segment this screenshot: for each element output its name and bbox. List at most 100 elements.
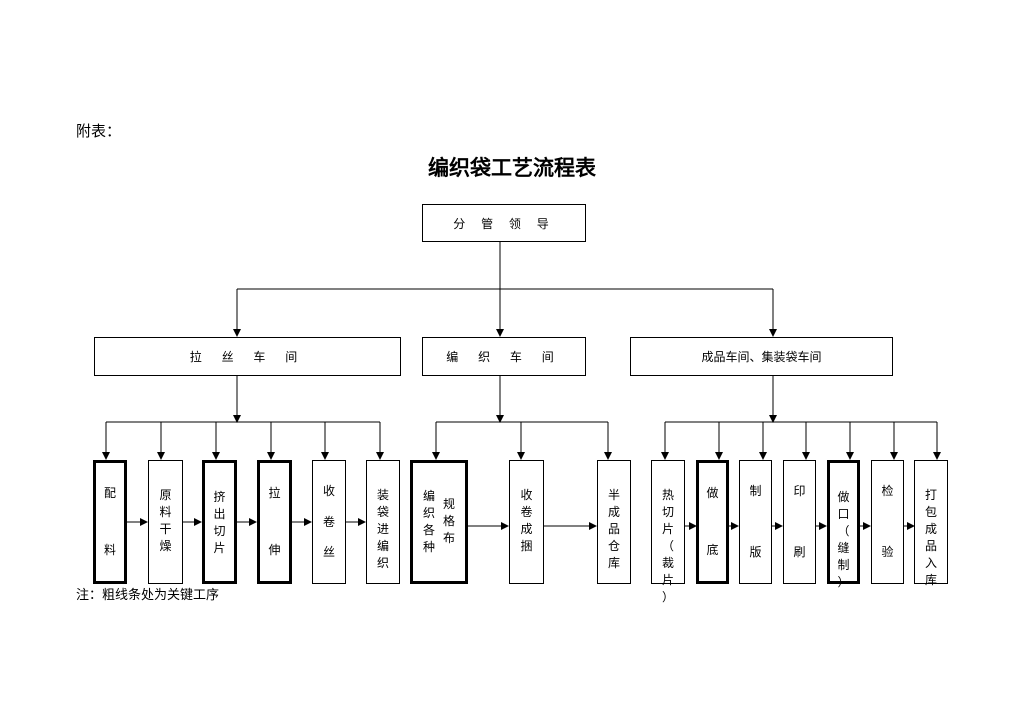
step-char: 收	[520, 488, 533, 502]
step-char: 成	[924, 522, 937, 536]
step-char: 伸	[268, 543, 281, 557]
step-label-lashen: 拉伸	[268, 463, 280, 581]
step-label-jichu: 挤出切片	[213, 463, 225, 581]
step-char: 规	[443, 497, 456, 511]
step-char: （	[837, 524, 850, 538]
step-char: 切	[661, 505, 674, 519]
step-label-yinshua: 印刷	[793, 461, 805, 583]
step-char: 收	[322, 484, 335, 498]
step-label-peiliao: 配料	[104, 463, 116, 581]
step-box-yuanliao: 原料干燥	[148, 460, 183, 584]
dept-box-chengpin: 成品车间、集装袋车间	[630, 337, 893, 376]
step-char: 版	[749, 545, 762, 559]
step-char: 布	[443, 531, 456, 545]
step-box-zuokou: 做口 （ 缝制 ）	[827, 460, 860, 589]
step-char: 片	[661, 573, 674, 587]
step-char: 热	[661, 488, 674, 502]
step-box-zhuangdai: 装袋进编织	[366, 460, 400, 584]
step-char: 成	[520, 522, 533, 536]
step-char: 捆	[520, 539, 533, 553]
step-char: 装	[376, 488, 389, 502]
step-box-yinshua: 印刷	[783, 460, 816, 584]
step-char: 进	[376, 522, 389, 536]
step-box-peiliao: 配料	[93, 460, 127, 584]
root-label: 分 管 领 导	[453, 216, 555, 231]
step-label-bianzhibu: 编织各种规格布	[423, 488, 455, 556]
step-char: 库	[924, 573, 937, 587]
step-label-zuokou: 做口 （ 缝制 ）	[837, 463, 850, 589]
step-char: 袋	[376, 505, 389, 519]
step-char: 料	[103, 543, 116, 557]
step-box-jichu: 挤出切片	[202, 460, 237, 584]
dept-label-chengpin: 成品车间、集装袋车间	[701, 350, 822, 364]
step-box-reqiepian: 热切片（裁片）	[651, 460, 685, 604]
step-char: 做	[837, 490, 850, 504]
step-char: 半	[607, 488, 620, 502]
step-label-shoujuansi: 收卷丝	[323, 461, 335, 583]
step-char: 检	[881, 484, 894, 498]
dept-box-lasi: 拉 丝 车 间	[94, 337, 401, 376]
step-char: 编	[376, 539, 389, 553]
step-char: 制	[749, 484, 762, 498]
step-char: 干	[159, 522, 172, 536]
step-char: 成	[607, 505, 620, 519]
step-char: 仓	[607, 539, 620, 553]
root-box-leadership: 分 管 领 导	[422, 204, 586, 242]
step-char: ）	[837, 575, 850, 589]
step-char: 底	[706, 543, 719, 557]
dept-box-bianzhi: 编 织 车 间	[422, 337, 586, 376]
step-char: 打	[924, 488, 937, 502]
step-char: 织	[422, 506, 435, 520]
step-char: 丝	[322, 545, 335, 559]
step-char: 挤	[213, 490, 226, 504]
step-char: 包	[924, 505, 937, 519]
step-char: ）	[661, 590, 674, 604]
step-char: 验	[881, 545, 894, 559]
step-char: 裁	[661, 556, 674, 570]
step-char: 编	[422, 489, 435, 503]
step-box-shoujuansi: 收卷丝	[312, 460, 346, 584]
step-label-yuanliao: 原料干燥	[159, 461, 171, 583]
step-char: 品	[924, 539, 937, 553]
step-box-dabao: 打包成品入库	[914, 460, 948, 587]
page-title: 编织袋工艺流程表	[428, 156, 596, 180]
step-char: 各	[422, 523, 435, 537]
step-char: 库	[607, 556, 620, 570]
step-char: 卷	[520, 505, 533, 519]
step-char: 片	[661, 522, 674, 536]
step-char: 原	[159, 488, 172, 502]
step-label-zuodi: 做底	[706, 463, 718, 581]
step-char: 片	[213, 541, 226, 555]
step-char: 刷	[793, 545, 806, 559]
step-char: 制	[837, 558, 850, 572]
step-box-banchengpin: 半成品仓库	[597, 460, 631, 584]
step-label-dabao: 打包成品入库	[924, 461, 937, 587]
dept-label-bianzhi: 编 织 车 间	[446, 350, 562, 364]
step-char: 入	[924, 556, 937, 570]
appendix-label: 附表：	[76, 122, 122, 140]
step-char: 配	[103, 486, 116, 500]
step-label-column: 规格布	[443, 496, 455, 547]
step-char: 种	[422, 540, 435, 554]
step-char: 料	[159, 505, 172, 519]
step-box-shoujuan: 收卷成捆	[509, 460, 544, 584]
step-box-jianyan: 检验	[871, 460, 904, 584]
step-label-jianyan: 检验	[881, 461, 893, 583]
step-box-zuodi: 做底	[696, 460, 729, 584]
step-char: 卷	[322, 514, 335, 529]
step-char: 印	[793, 484, 806, 498]
step-char: 出	[213, 507, 226, 521]
step-label-zhiban: 制版	[749, 461, 761, 583]
step-label-zhuangdai: 装袋进编织	[377, 461, 389, 583]
step-char: 织	[376, 556, 389, 570]
step-char: 缝	[837, 541, 850, 555]
step-box-bianzhibu: 编织各种规格布	[410, 460, 468, 584]
step-box-zhiban: 制版	[739, 460, 772, 584]
step-label-banchengpin: 半成品仓库	[608, 461, 620, 583]
step-char: 切	[213, 524, 226, 538]
step-label-reqiepian: 热切片（裁片）	[661, 461, 674, 604]
step-char: 口	[837, 507, 850, 521]
step-char: 拉	[268, 486, 281, 500]
step-char: 做	[706, 486, 719, 500]
